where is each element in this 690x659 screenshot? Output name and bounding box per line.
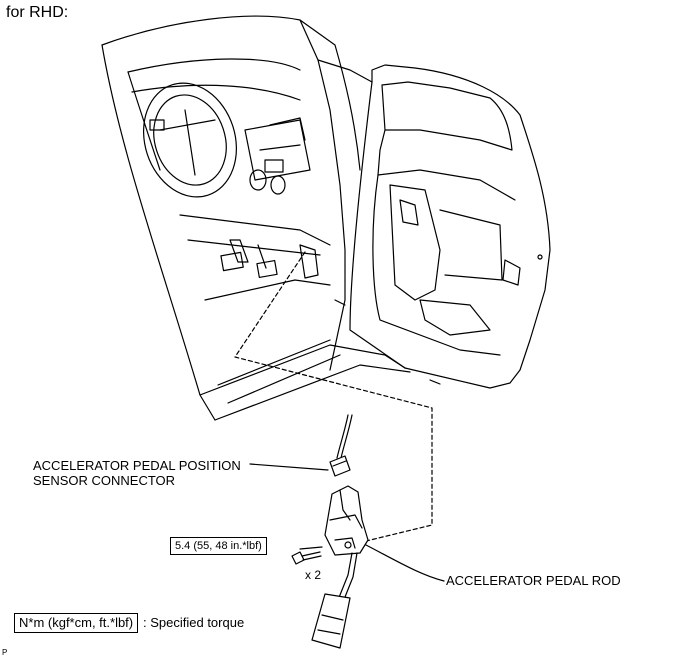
- legend-unit-box: N*m (kgf*cm, ft.*lbf): [14, 613, 139, 633]
- bolt-quantity: x 2: [305, 568, 322, 582]
- pedal-rod-label: ACCELERATOR PEDAL ROD: [446, 573, 621, 588]
- connector-label-line1: ACCELERATOR PEDAL POSITION: [33, 458, 241, 473]
- door: [349, 64, 551, 389]
- connector-label: ACCELERATOR PEDAL POSITION SENSOR CONNEC…: [33, 458, 241, 488]
- connector-leader: [249, 463, 329, 471]
- corner-mark: P: [2, 648, 8, 657]
- page-heading: for RHD:: [6, 4, 69, 21]
- legend-description: : Specified torque: [143, 615, 245, 630]
- sensor-connector: [329, 414, 353, 477]
- guide-line: [234, 251, 433, 544]
- dashboard: [127, 71, 311, 198]
- torque-value-box: 5.4 (55, 48 in.*lbf): [170, 537, 267, 555]
- footwell-pedals: [220, 239, 278, 279]
- torque-leader: [299, 546, 323, 550]
- accelerator-pedal-assembly: [311, 485, 369, 649]
- car-body: [101, 15, 411, 421]
- rod-leader: [365, 544, 445, 582]
- bolt-icon: [291, 551, 322, 565]
- connector-label-line2: SENSOR CONNECTOR: [33, 473, 176, 488]
